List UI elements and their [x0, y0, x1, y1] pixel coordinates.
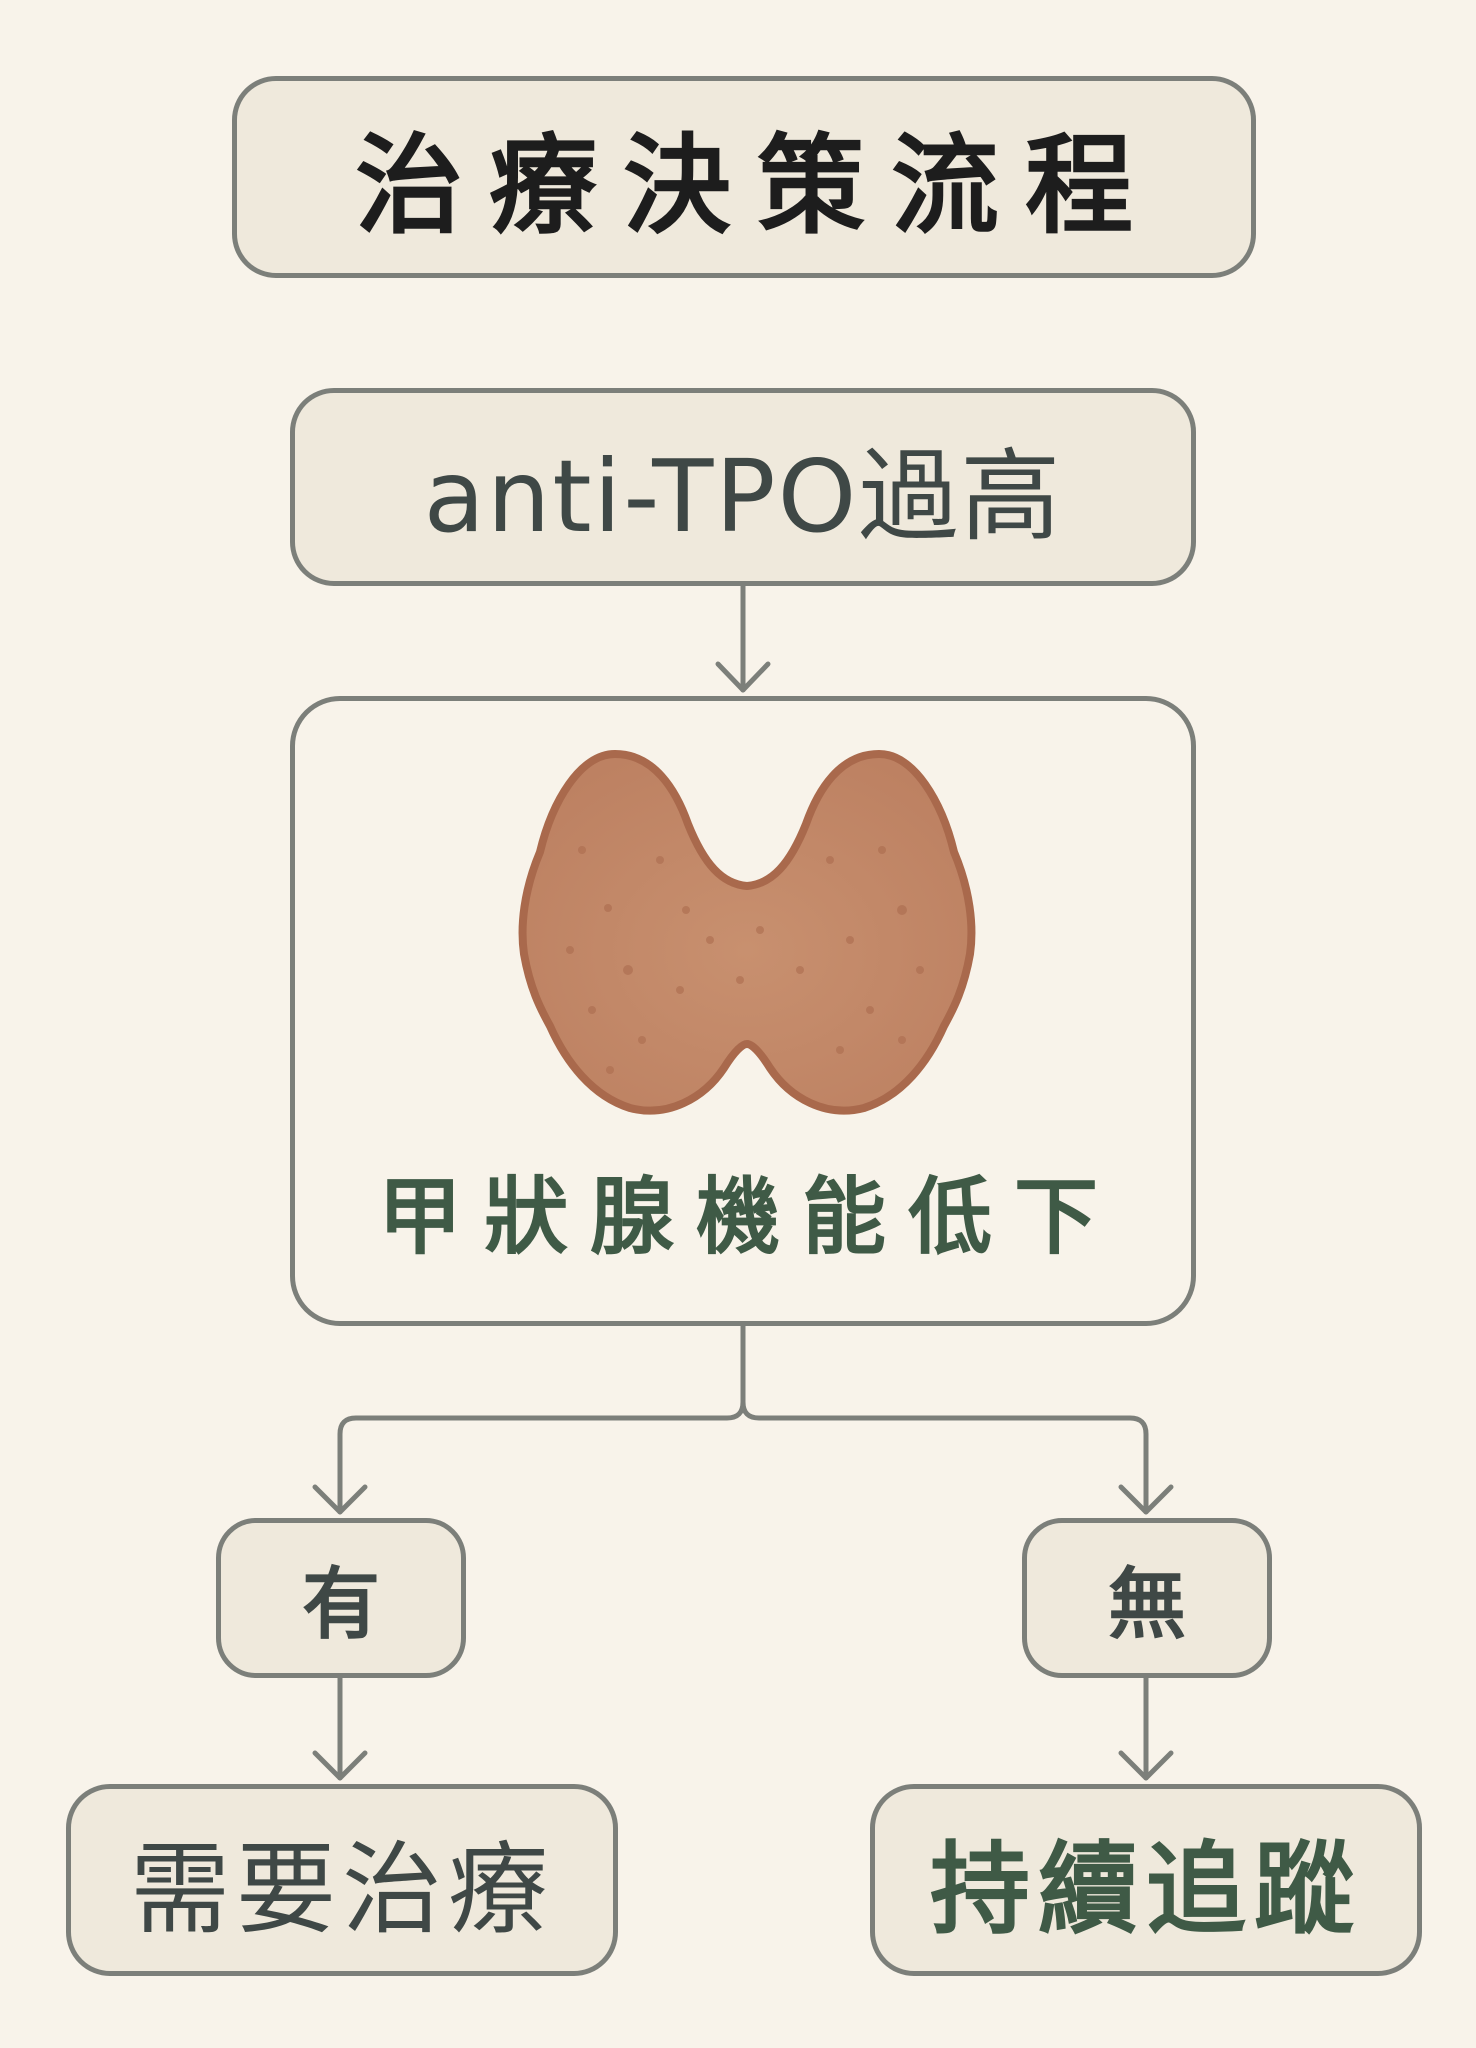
branch-yes-label: 有 [301, 1560, 380, 1650]
arrowhead-treat [312, 1750, 368, 1781]
outcome-treat-node: 需要治療 [66, 1784, 618, 1976]
trigger-label: anti-TPO過高 [423, 437, 1063, 555]
diagram-title: 治療決策流程 [354, 124, 1159, 249]
branch-yes-node: 有 [216, 1518, 466, 1678]
connector-split-right [740, 1399, 1149, 1515]
condition-label: 甲狀腺機能低下 [377, 1168, 1120, 1266]
outcome-treat-label: 需要治療 [130, 1830, 554, 1948]
arrowhead-follow [1118, 1750, 1174, 1781]
arrowhead-condition [715, 661, 771, 693]
branch-no-node: 無 [1022, 1518, 1272, 1678]
branch-no-label: 無 [1107, 1560, 1186, 1650]
trigger-node: anti-TPO過高 [290, 388, 1196, 586]
arrowhead-yes [312, 1484, 368, 1515]
outcome-follow-label: 持續追蹤 [930, 1830, 1362, 1948]
title-box: 治療決策流程 [232, 76, 1256, 278]
arrowhead-no [1118, 1484, 1174, 1515]
connector-split-stem [337, 1323, 746, 1515]
thyroid-gland-icon [518, 750, 976, 1115]
outcome-follow-node: 持續追蹤 [870, 1784, 1422, 1976]
